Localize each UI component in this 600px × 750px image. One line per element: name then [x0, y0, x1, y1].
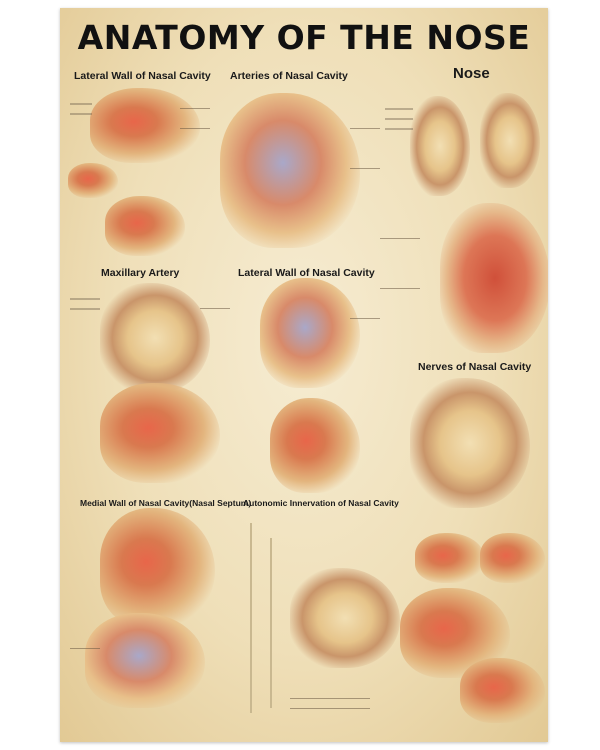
leader-line: [290, 708, 370, 709]
illustration-autonomic: [290, 568, 400, 668]
label-text-placeholder: [385, 108, 413, 110]
illustration-nose-cartilage: [410, 96, 470, 196]
illustration-lateral-wall-lower: [105, 196, 185, 256]
leader-line: [180, 128, 210, 129]
illustration-olfactory-1: [415, 533, 485, 583]
label-text-placeholder: [385, 128, 413, 130]
nerve-line: [270, 538, 272, 708]
illustration-maxillary-artery: [100, 283, 210, 393]
section-title-medial-wall: Medial Wall of Nasal Cavity(Nasal Septum…: [80, 498, 252, 508]
illustration-olfactory-2: [480, 533, 545, 583]
nerve-line: [250, 523, 252, 713]
leader-line: [350, 128, 380, 129]
section-title-maxillary-artery: Maxillary Artery: [101, 267, 180, 279]
illustration-arteries: [220, 93, 360, 248]
illustration-lateral-wall-small: [68, 163, 118, 198]
leader-line: [290, 698, 370, 699]
label-text-placeholder: [70, 298, 100, 300]
illustration-septum: [100, 508, 215, 628]
leader-line: [350, 318, 380, 319]
illustration-autonomic-3: [460, 658, 545, 723]
illustration-lateral-wall: [90, 88, 200, 163]
leader-line: [200, 308, 230, 309]
leader-line: [180, 108, 210, 109]
label-text-placeholder: [70, 308, 100, 310]
illustration-maxillary-artery-2: [100, 383, 220, 483]
illustration-lateral-wall-2: [260, 278, 360, 388]
leader-line: [350, 168, 380, 169]
leader-line: [380, 288, 420, 289]
section-title-nose: Nose: [453, 65, 490, 82]
label-text-placeholder: [70, 103, 92, 105]
illustration-face-muscles: [440, 203, 548, 353]
illustration-lateral-wall-3: [270, 398, 360, 493]
illustration-nose-underside: [480, 93, 540, 188]
illustration-nerves: [410, 378, 530, 508]
section-title-autonomic: Autonomic Innervation of Nasal Cavity: [243, 498, 399, 508]
label-text-placeholder: [70, 113, 92, 115]
leader-line: [70, 648, 100, 649]
section-title-lateral-wall-1: Lateral Wall of Nasal Cavity: [74, 70, 211, 82]
section-title-arteries: Arteries of Nasal Cavity: [230, 70, 348, 82]
section-title-nerves: Nerves of Nasal Cavity: [418, 361, 532, 373]
illustration-septum-2: [85, 613, 205, 708]
poster-title: ANATOMY OF THE NOSE: [77, 18, 531, 57]
section-title-lateral-wall-2: Lateral Wall of Nasal Cavity: [238, 267, 375, 279]
label-text-placeholder: [385, 118, 413, 120]
leader-line: [380, 238, 420, 239]
anatomy-poster: ANATOMY OF THE NOSE Lateral Wall of Nasa…: [60, 8, 548, 742]
